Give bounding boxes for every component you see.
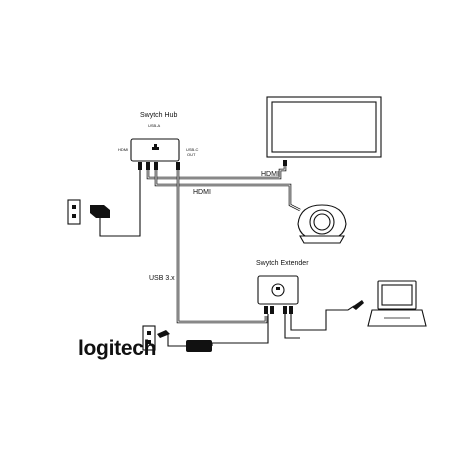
hdmi-camera-cable	[154, 170, 301, 212]
laptop	[367, 280, 427, 327]
power-adapter-extender	[186, 340, 212, 352]
hdmi-display-cable	[146, 160, 287, 180]
extender-power-cable	[167, 314, 269, 347]
wall-outlet-top	[67, 199, 81, 225]
hub-connectors	[138, 162, 180, 170]
display-screen	[266, 96, 382, 158]
laptop-cable	[284, 305, 355, 339]
swytch-extender	[257, 275, 299, 305]
hub-port-usb-c: USB-C	[186, 147, 199, 152]
laptop-plug	[352, 300, 364, 310]
extender-connectors	[264, 306, 293, 314]
swytch-hub	[130, 138, 180, 162]
hub-power-cable	[99, 170, 141, 237]
hub-title: Swytch Hub	[140, 112, 177, 119]
usb-cable	[176, 170, 268, 324]
camera	[297, 204, 347, 244]
wall-outlet-bottom	[142, 325, 170, 351]
logitech-logo: logitech	[78, 337, 156, 360]
hdmi-display-label: HDMI	[261, 171, 279, 178]
hub-port-hdmi: HDMI	[118, 147, 128, 152]
hub-port-out: OUT	[187, 152, 196, 157]
usb-label: USB 3.x	[149, 275, 175, 282]
extender-title: Swytch Extender	[256, 260, 309, 267]
hub-port-usb-a: USB-A	[148, 123, 161, 128]
hdmi-camera-label: HDMI	[193, 189, 211, 196]
power-adapter-hub	[90, 205, 110, 218]
